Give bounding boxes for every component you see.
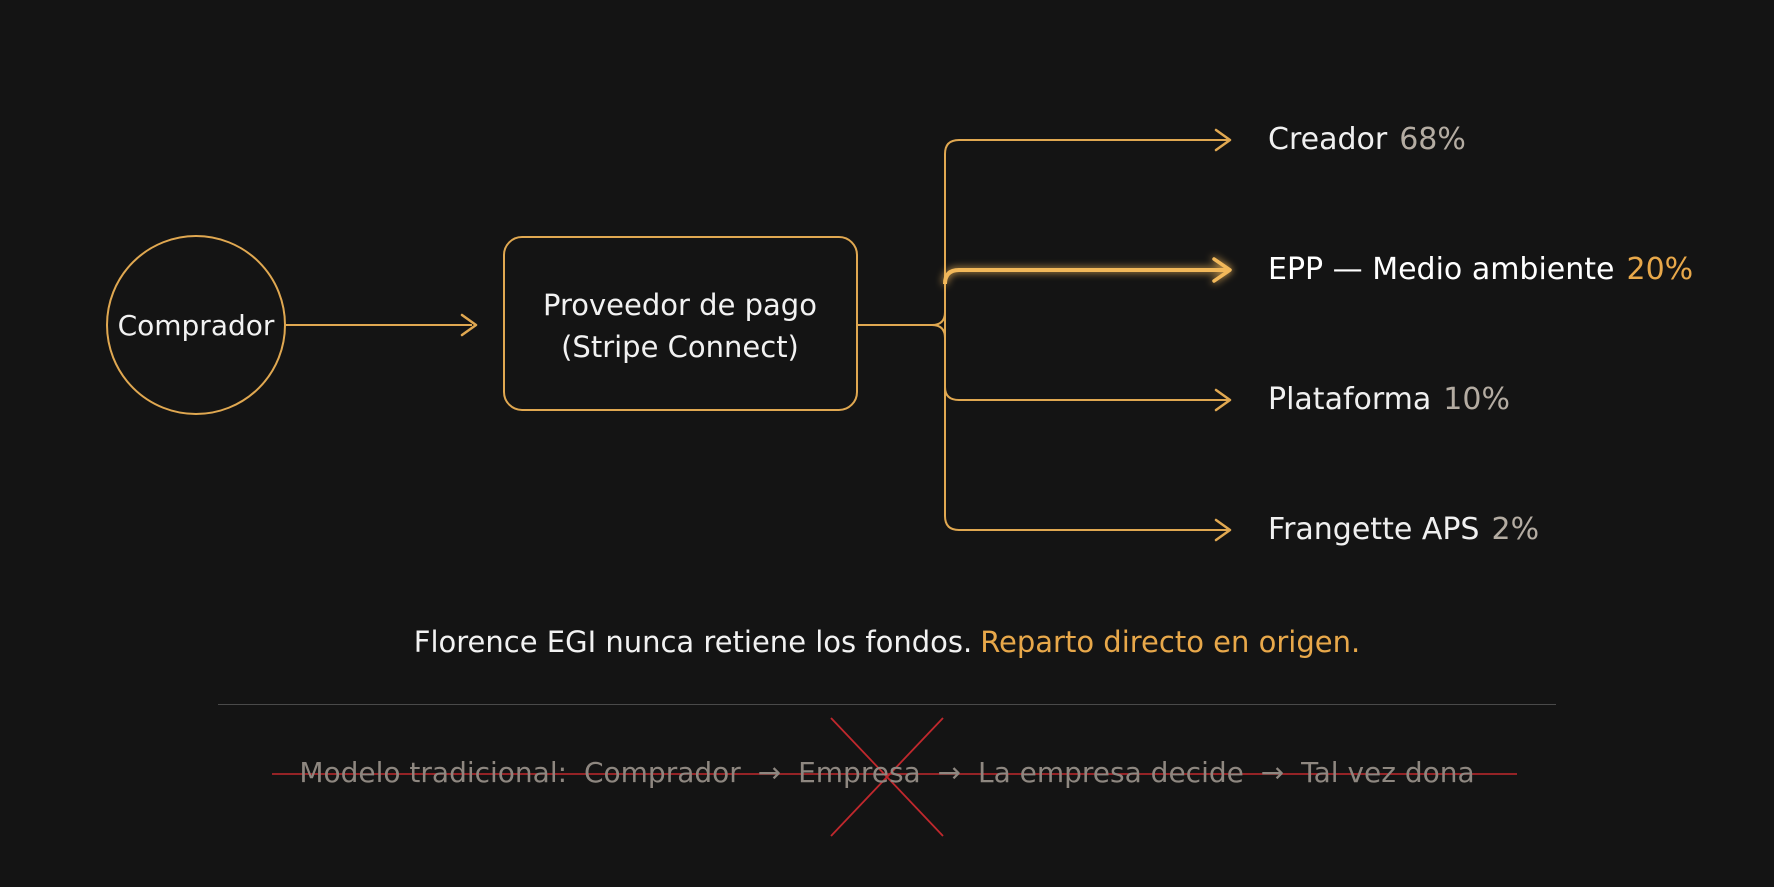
tagline-accent: Reparto directo en origen. (980, 625, 1361, 659)
split-percent: 10% (1443, 382, 1510, 417)
empresa-cross-mark (830, 717, 944, 837)
traditional-step: Comprador (583, 756, 741, 789)
traditional-step: La empresa decide (977, 756, 1244, 789)
split-label-creator: Creador 68% (1268, 120, 1466, 160)
split-name: EPP — Medio ambiente (1268, 252, 1615, 287)
provider-label-line1: Proveedor de pago (543, 288, 817, 322)
split-name: Plataforma (1268, 382, 1432, 417)
provider-out-line-lower (931, 324, 946, 339)
traditional-label: Modelo tradicional: (299, 756, 568, 789)
tagline-main: Florence EGI nunca retiene los fondos. (413, 625, 973, 659)
provider-node (503, 236, 858, 411)
split-percent: 20% (1626, 252, 1694, 287)
split-percent: 2% (1491, 512, 1540, 547)
split-percent: 68% (1399, 122, 1466, 157)
branch-frangette (959, 518, 1232, 542)
buyer-to-provider-arrowhead (460, 313, 478, 337)
arrow-icon: → (757, 756, 782, 789)
split-label-frangette: Frangette APS 2% (1268, 510, 1539, 550)
buyer-label: Comprador (118, 309, 275, 342)
split-trunk (944, 139, 960, 531)
divider (218, 704, 1556, 705)
buyer-node (106, 235, 286, 415)
branch-creator (959, 128, 1232, 152)
split-label-platform: Plataforma 10% (1268, 380, 1510, 420)
arrow-icon: → (1260, 756, 1285, 789)
traditional-step: Empresa (798, 756, 921, 789)
provider-out-line (857, 311, 946, 326)
split-name: Frangette APS (1268, 512, 1480, 547)
tagline: Florence EGI nunca retiene los fondos.Re… (0, 625, 1774, 659)
arrow-icon: → (937, 756, 962, 789)
split-name: Creador (1268, 122, 1388, 157)
split-label-epp: EPP — Medio ambiente 20% (1268, 250, 1693, 290)
provider-label-line2: (Stripe Connect) (561, 330, 799, 364)
branch-platform (944, 386, 1232, 412)
traditional-model: Modelo tradicional: Comprador → Empresa … (0, 756, 1774, 789)
traditional-step: Tal vez dona (1301, 756, 1475, 789)
branch-epp (943, 257, 1232, 285)
